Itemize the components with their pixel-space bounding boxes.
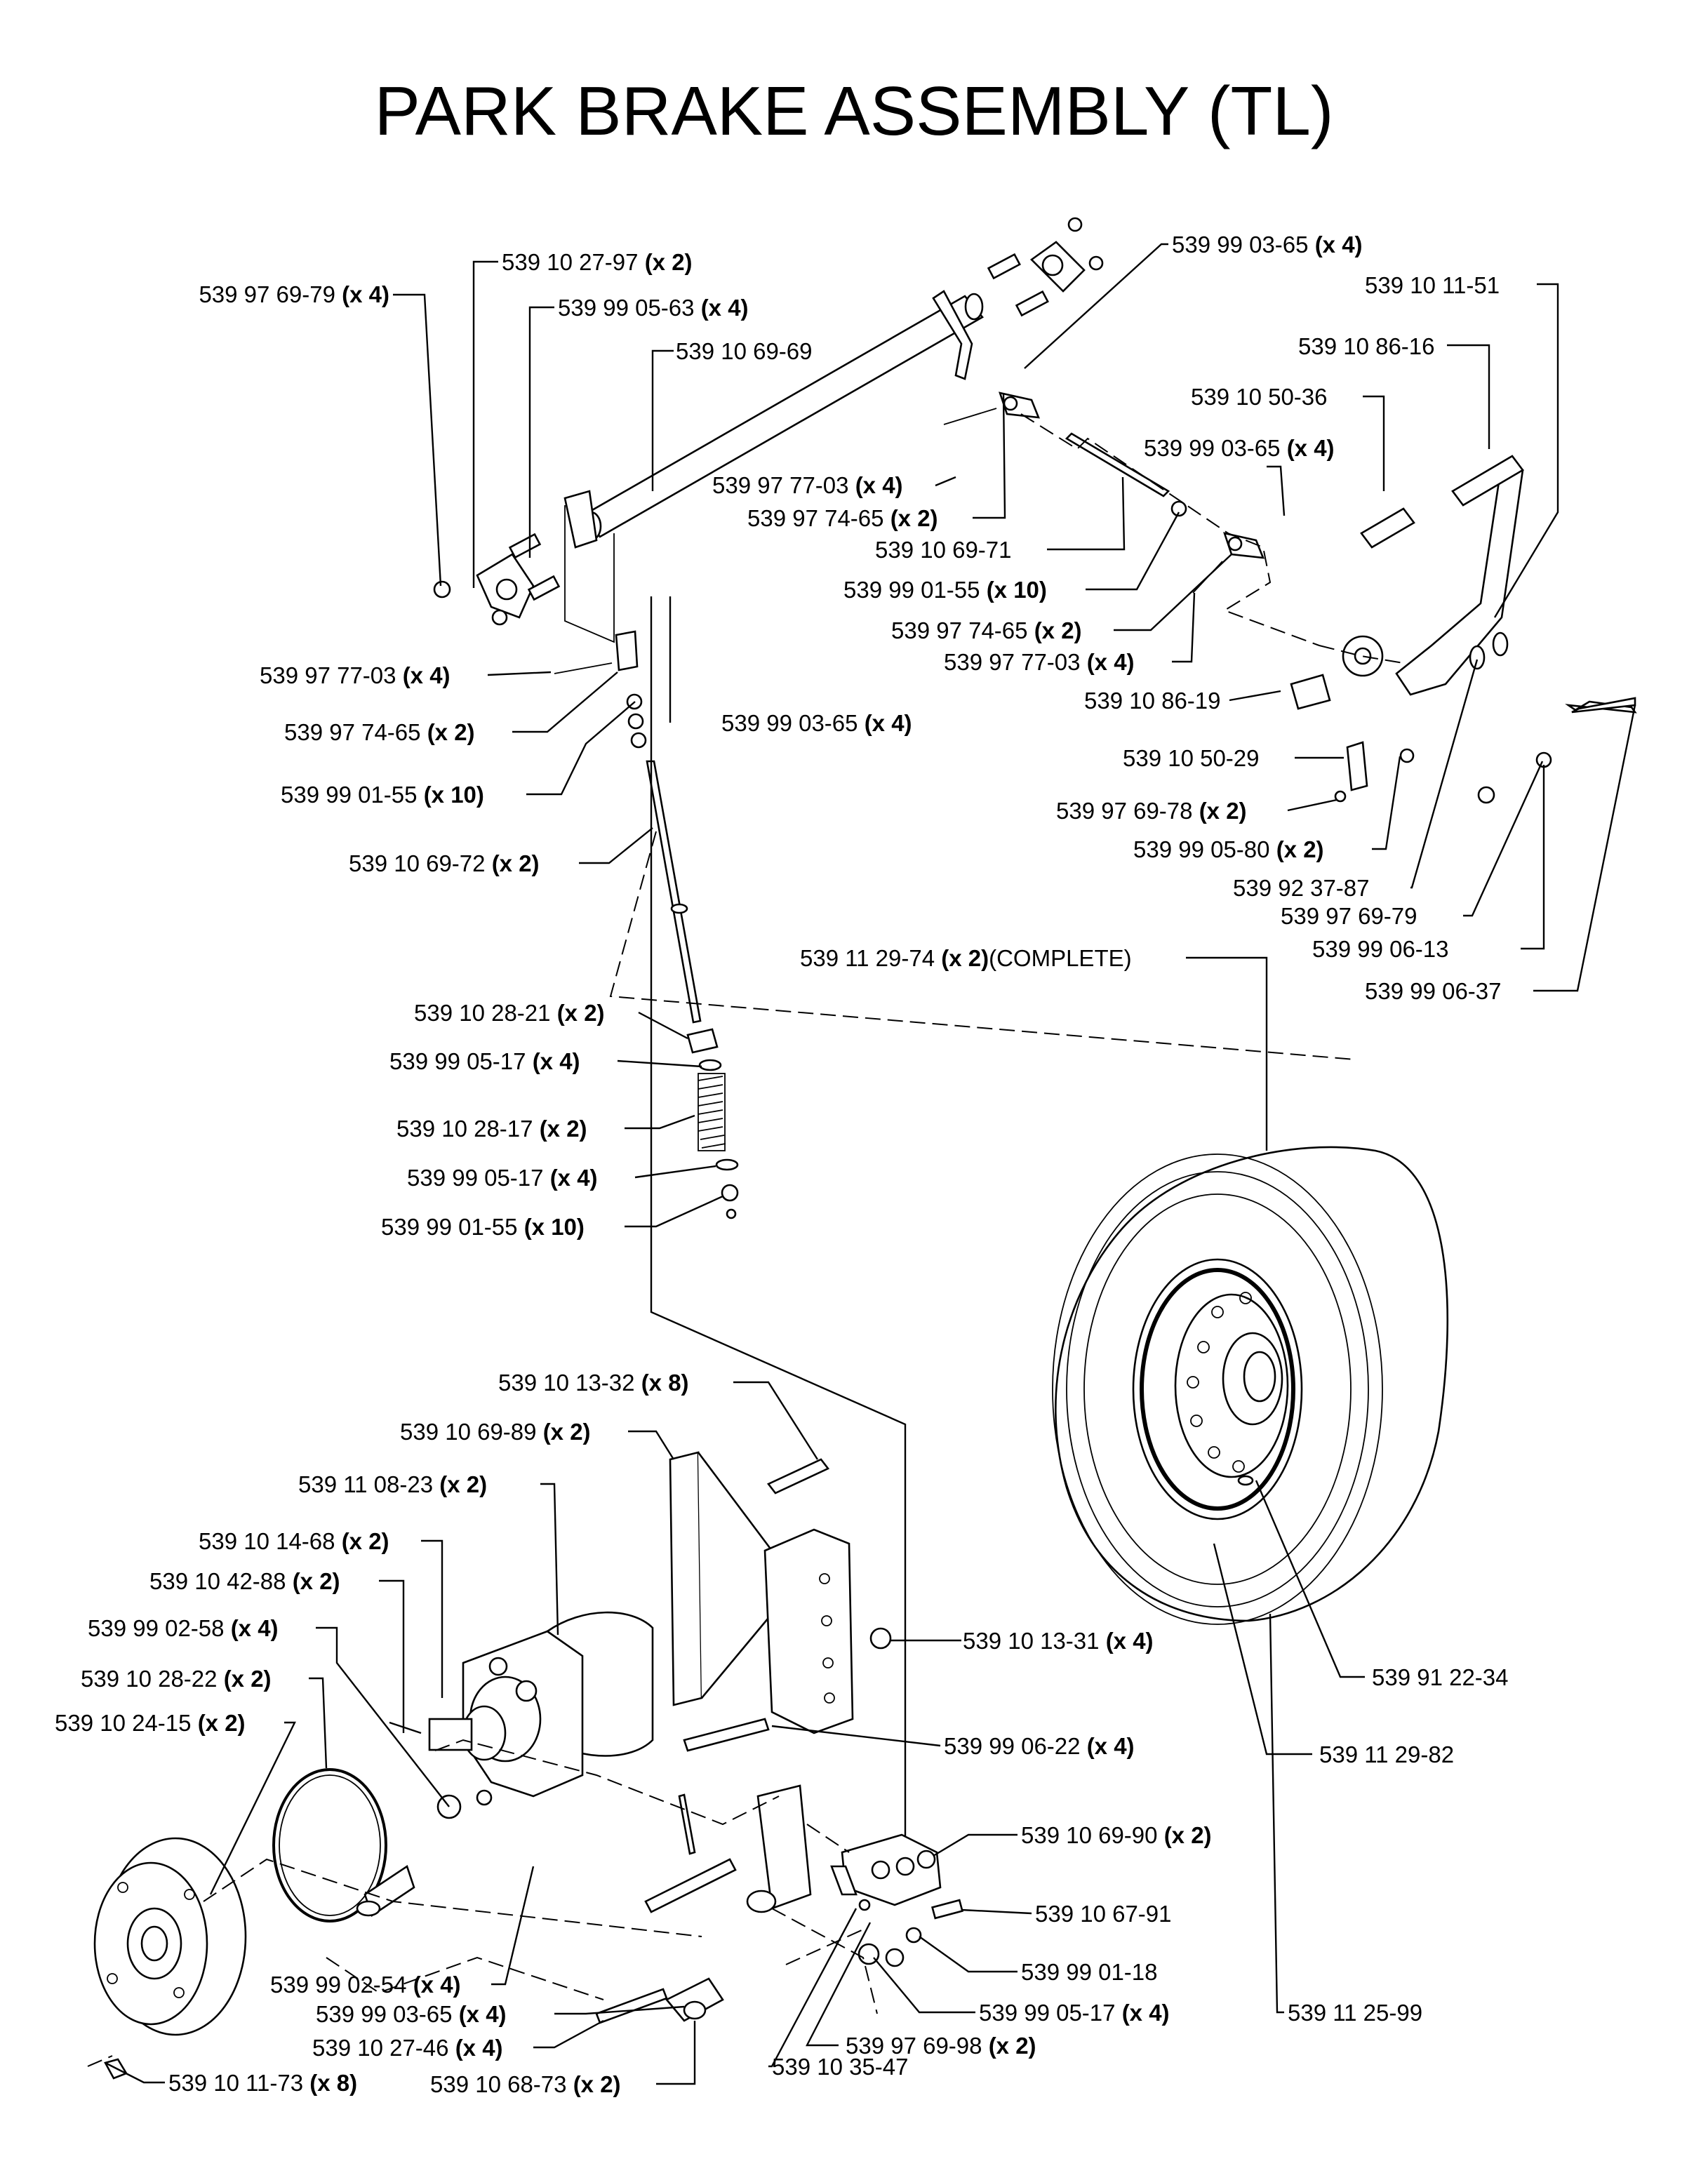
bolt-upper-drawing [766, 1458, 830, 1494]
callout-label: 539 10 86-16 [1298, 333, 1435, 359]
callout-labels: 539 10 27-97 (x 2) 539 97 69-79 (x 4) 53… [55, 232, 1509, 2097]
page-title: PARK BRAKE ASSEMBLY (TL) [374, 72, 1333, 149]
callout-label: 539 99 02-54 (x 4) [270, 1972, 461, 1998]
callout-label: 539 99 05-17 (x 4) [407, 1165, 598, 1191]
callout-label: 539 10 69-72 (x 2) [349, 850, 540, 876]
callout-label: 539 99 06-37 [1365, 978, 1502, 1004]
callout-label: 539 10 27-97 (x 2) [502, 249, 693, 275]
callout-label: 539 10 69-71 [875, 537, 1012, 563]
stop-bracket-drawing [1334, 697, 1637, 804]
assembly-drawing [87, 217, 1637, 2080]
callout-label: 539 10 27-46 (x 4) [312, 2035, 503, 2061]
shaft-flange-left-drawing [433, 533, 561, 626]
callout-label: 539 10 69-89 (x 2) [400, 1419, 591, 1445]
callout-label: 539 10 69-69 [676, 338, 813, 364]
callout-label: 539 10 69-90 (x 2) [1021, 1822, 1212, 1848]
shaft-arm-left-drawing [563, 490, 598, 549]
brake-band-drawing [272, 1768, 415, 1922]
callout-label: 539 10 42-88 (x 2) [149, 1568, 340, 1594]
callout-label: 539 99 02-58 (x 4) [88, 1615, 279, 1641]
brake-drum-drawing [93, 1837, 247, 2080]
caliper-arm-drawing [595, 1784, 963, 2024]
callout-label: 539 97 74-65 (x 2) [747, 505, 938, 531]
cross-shaft-drawing [580, 293, 984, 542]
callout-label: 539 97 74-65 (x 2) [284, 719, 475, 745]
bolt-lower-drawing [683, 1718, 770, 1752]
callout-label: 539 10 28-21 (x 2) [414, 1000, 605, 1026]
callout-label: 539 97 69-98 (x 2) [846, 2033, 1036, 2059]
clevis-middle-right-drawing [1170, 500, 1265, 594]
brake-pedal-drawing [1290, 455, 1524, 710]
callout-label: 539 10 13-32 (x 8) [498, 1370, 689, 1396]
callout-label: 539 10 11-51 [1365, 272, 1500, 298]
shaft-arm-right-drawing [932, 290, 973, 380]
callout-label: 539 97 77-03 (x 4) [944, 649, 1135, 675]
callout-label: 539 10 68-73 (x 2) [430, 2071, 621, 2097]
clevis-upper-right-drawing [943, 392, 1041, 425]
callout-label: 539 99 01-55 (x 10) [381, 1214, 585, 1240]
callout-label: 539 99 05-17 (x 4) [979, 2000, 1170, 2026]
callout-label: 539 11 29-74 (x 2)(COMPLETE) [800, 945, 1132, 971]
callout-label: 539 97 69-79 [1281, 903, 1417, 929]
callout-label: 539 10 13-31 (x 4) [963, 1628, 1154, 1654]
tire-wheel-drawing [1052, 1146, 1449, 1625]
callout-label: 539 99 03-65 (x 4) [1172, 232, 1363, 258]
callout-label: 539 10 14-68 (x 2) [199, 1528, 389, 1554]
callout-label: 539 97 77-03 (x 4) [260, 662, 451, 688]
callout-label: 539 10 35-47 [772, 2054, 909, 2080]
callout-label: 539 99 05-80 (x 2) [1133, 836, 1324, 862]
callout-label: 539 99 06-13 [1312, 936, 1449, 962]
callout-label: 539 10 67-91 [1035, 1901, 1172, 1927]
callout-label: 539 11 29-82 [1319, 1741, 1454, 1767]
callout-label: 539 11 08-23 (x 2) [298, 1471, 487, 1497]
spring-stack-drawing [686, 1028, 739, 1219]
callout-label: 539 11 25-99 [1288, 2000, 1422, 2026]
callout-label: 539 10 28-22 (x 2) [81, 1666, 272, 1692]
callout-leaders [105, 243, 1636, 2085]
callout-label: 539 97 69-79 (x 4) [199, 281, 389, 307]
callout-label: 539 99 01-55 (x 10) [843, 577, 1047, 603]
callout-label: 539 99 06-22 (x 4) [944, 1733, 1135, 1759]
callout-label: 539 10 50-29 [1123, 745, 1260, 771]
callout-label: 539 10 50-36 [1191, 384, 1328, 410]
callout-label: 539 91 22-34 [1372, 1664, 1509, 1690]
callout-label: 539 99 01-18 [1021, 1959, 1158, 1985]
callout-label: 539 10 28-17 (x 2) [396, 1116, 587, 1142]
callout-label: 539 97 69-78 (x 2) [1056, 798, 1247, 824]
brake-rod-drawing [646, 760, 702, 1024]
callout-label: 539 97 74-65 (x 2) [891, 617, 1082, 643]
link-rod-upper-drawing [1065, 432, 1170, 497]
callout-label: 539 99 05-63 (x 4) [558, 295, 749, 321]
callout-label: 539 99 03-65 (x 4) [721, 710, 912, 736]
callout-label: 539 10 11-73 (x 8) [168, 2070, 357, 2096]
callout-label: 539 99 05-17 (x 4) [389, 1048, 580, 1074]
callout-label: 539 10 24-15 (x 2) [55, 1710, 246, 1736]
callout-label: 539 97 77-03 (x 4) [712, 472, 903, 498]
motor-bracket-drawing [669, 1451, 854, 1734]
callout-label: 539 99 01-55 (x 10) [281, 782, 484, 808]
shaft-flange-right-drawing [987, 217, 1104, 317]
callout-label: 539 99 03-65 (x 4) [316, 2001, 507, 2027]
callout-label: 539 92 37-87 [1233, 875, 1370, 901]
hydraulic-motor-drawing [389, 1611, 654, 1819]
callout-label: 539 10 86-19 [1084, 688, 1221, 714]
callout-label: 539 99 03-65 (x 4) [1144, 435, 1335, 461]
clevis-left-drawing [554, 630, 647, 749]
